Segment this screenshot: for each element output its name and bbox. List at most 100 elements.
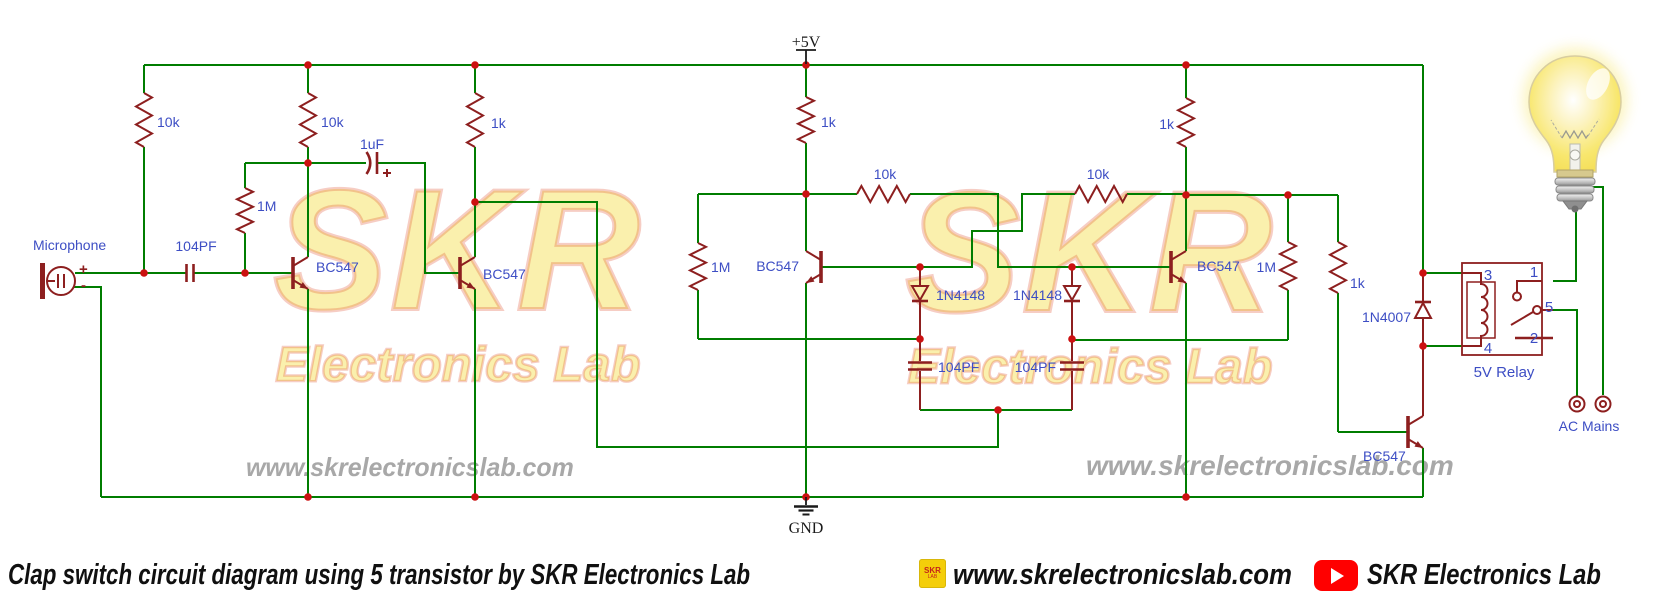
relay-pin3-label: 3 — [1484, 267, 1492, 284]
footer-caption: Clap switch circuit diagram using 5 tran… — [8, 560, 972, 590]
wire — [821, 193, 1075, 268]
play-triangle — [1331, 567, 1344, 584]
relay-armature — [1510, 311, 1534, 326]
resistor-r10 — [1277, 241, 1299, 291]
wire — [73, 286, 102, 497]
resistor-r6 — [687, 242, 709, 291]
junction-dot — [241, 269, 249, 277]
junction-dot — [916, 335, 924, 343]
junction-dot — [1284, 191, 1292, 199]
microphone-symbol — [40, 263, 76, 299]
resistor-r7-label: 10k — [874, 166, 898, 182]
resistor-r1 — [133, 92, 155, 148]
capacitor-c2-label: 1uF — [360, 136, 384, 152]
junction-dot — [1182, 61, 1190, 69]
caption-text: Clap switch circuit diagram using 5 tran… — [8, 559, 751, 591]
resistor-r11-label: 1k — [1350, 275, 1366, 291]
resistor-r11 — [1327, 241, 1349, 294]
transistor-q1 — [292, 256, 309, 267]
ac-mains-label: AC Mains — [1559, 418, 1620, 434]
skr-logo-icon: SKR LAB — [919, 559, 946, 588]
junction-dot — [1182, 493, 1190, 501]
transistor-q5-label: BC547 — [1363, 448, 1406, 464]
wire — [475, 201, 999, 448]
channel-text: SKR Electronics Lab — [1367, 559, 1601, 591]
footer-website: www.skrelectronicslab.com — [953, 560, 1334, 590]
transistor-q4 — [1170, 250, 1187, 261]
resistor-r9-label: 1k — [1159, 116, 1175, 132]
diode-d2-label: 1N4148 — [1013, 287, 1062, 303]
website-text: www.skrelectronicslab.com — [953, 559, 1293, 591]
wire — [1553, 208, 1577, 282]
watermark-url-left: www.skrelectronicslab.com — [246, 452, 574, 482]
capacitor-c1-label: 104PF — [175, 238, 216, 254]
capacitor-c2 — [365, 151, 372, 175]
footer-channel: SKR Electronics Lab — [1367, 560, 1652, 590]
junction-dot — [1068, 263, 1076, 271]
junction-dot — [471, 493, 479, 501]
diode-d1 — [910, 285, 930, 303]
diode-d3 — [1413, 300, 1433, 319]
junction-dot — [802, 190, 810, 198]
capacitor-c4-label: 104PF — [1015, 359, 1056, 375]
ac-mains-terminals — [1568, 395, 1612, 413]
resistor-r3-label: 1M — [257, 198, 276, 214]
junction-dot — [304, 493, 312, 501]
transistor-q3-label: BC547 — [756, 258, 799, 274]
resistor-r6-label: 1M — [711, 259, 730, 275]
transistor-q2 — [459, 256, 476, 267]
watermark-url-right: www.skrelectronicslab.com — [1086, 450, 1454, 481]
resistor-r10-label: 1M — [1257, 259, 1276, 275]
transistor-q1-emitter-arrow — [299, 282, 308, 289]
resistor-r1-label: 10k — [157, 114, 181, 130]
transistor-q2-label: BC547 — [483, 266, 526, 282]
junction-dot — [1419, 269, 1427, 277]
watermark-brand-subtext: Electronics Lab — [906, 339, 1273, 394]
resistor-r8 — [1074, 183, 1128, 205]
relay-pin4-label: 4 — [1484, 340, 1492, 357]
resistor-r3 — [234, 187, 256, 234]
resistor-r2-label: 10k — [321, 114, 345, 130]
skr-logo-subtext: LAB — [927, 574, 938, 580]
diode-d2 — [1062, 285, 1082, 303]
transistor-q5 — [1407, 415, 1424, 426]
vcc-label: +5V — [792, 34, 821, 51]
relay-contact-nc — [1516, 280, 1542, 292]
junction-dot — [994, 406, 1002, 414]
mic-minus-label: - — [81, 277, 86, 294]
watermark-brand-left: SKR Electronics Lab — [262, 154, 654, 392]
diode-d3-label: 1N4007 — [1362, 309, 1411, 325]
mic-plus-label: + — [79, 261, 88, 278]
resistor-r8-label: 10k — [1087, 166, 1111, 182]
junction-dot — [304, 159, 312, 167]
relay-pin5-label: 5 — [1545, 299, 1553, 316]
diode-d1-label: 1N4148 — [936, 287, 985, 303]
resistor-r5 — [795, 96, 817, 144]
relay-pin1-label: 1 — [1530, 264, 1538, 281]
wire — [1553, 309, 1578, 396]
ground-symbol — [794, 497, 818, 516]
junction-dot — [471, 61, 479, 69]
transistor-q3 — [805, 250, 822, 261]
resistor-r4-label: 1k — [491, 115, 507, 131]
transistor-q4-label: BC547 — [1197, 258, 1240, 274]
junction-dot — [1419, 342, 1427, 350]
resistor-r5-label: 1k — [821, 114, 837, 130]
resistor-r9 — [1175, 97, 1197, 148]
junction-dot — [916, 263, 924, 271]
resistor-r4 — [464, 92, 486, 148]
light-bulb — [1523, 48, 1627, 213]
wire — [1592, 186, 1604, 395]
microphone-label: Microphone — [33, 237, 106, 253]
relay-name-label: 5V Relay — [1474, 364, 1535, 381]
watermark-brand-subtext: Electronics Lab — [274, 337, 641, 392]
transistor-q1-label: BC547 — [316, 259, 359, 275]
capacitor-c3-label: 104PF — [938, 359, 979, 375]
junction-dot — [1182, 191, 1190, 199]
skr-logo-text: SKR — [924, 566, 941, 575]
junction-dot — [802, 61, 810, 69]
watermark-brand-text: SKR — [271, 154, 643, 346]
vcc-tap — [796, 49, 816, 64]
